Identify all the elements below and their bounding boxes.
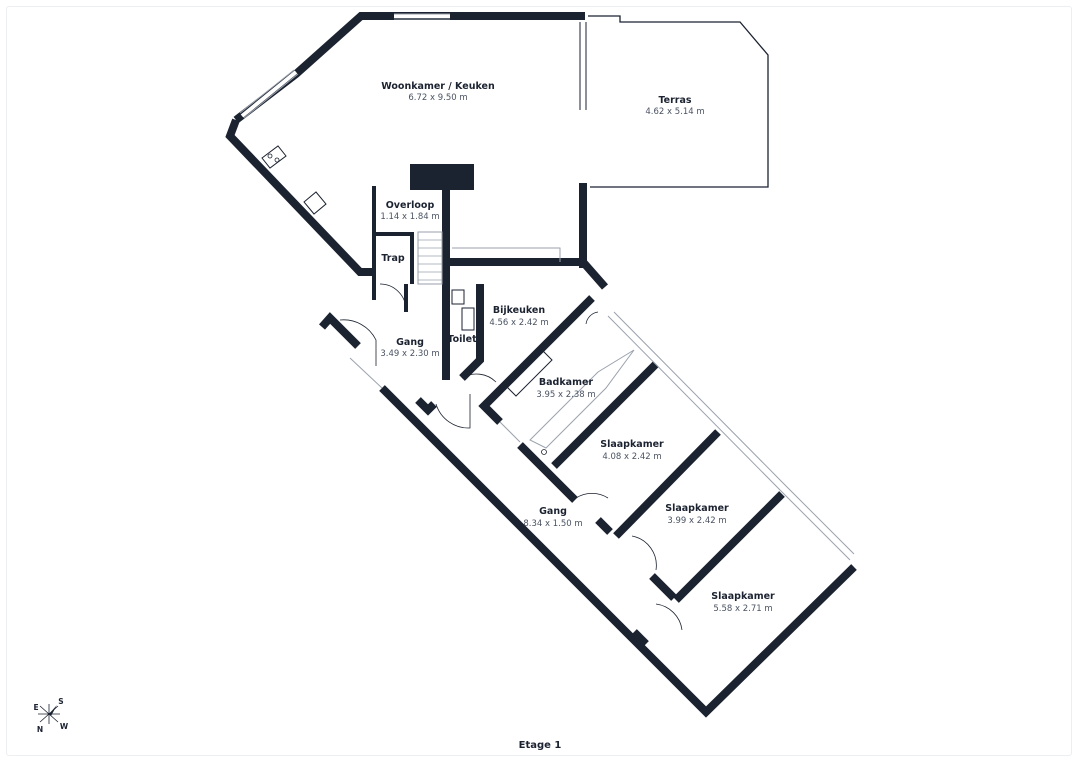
compass-w: W bbox=[60, 722, 69, 731]
compass-needle bbox=[49, 705, 57, 716]
stove-icon bbox=[261, 145, 287, 169]
compass-rose-icon: E S N W bbox=[33, 697, 68, 734]
terras-outline bbox=[588, 15, 769, 188]
stairs-treads bbox=[418, 239, 442, 281]
room-name: Slaapkamer bbox=[665, 503, 729, 514]
room-dim: 4.08 x 2.42 m bbox=[602, 452, 661, 462]
room-labels: Woonkamer / Keuken 6.72 x 9.50 m Terras … bbox=[380, 81, 775, 614]
stairs-outline bbox=[417, 231, 443, 285]
window-gang-west bbox=[349, 357, 383, 389]
wall-living-south bbox=[444, 258, 609, 290]
window-north-lines bbox=[394, 13, 450, 20]
room-dim: 3.99 x 2.42 m bbox=[667, 516, 726, 526]
room-dim: 4.56 x 2.42 m bbox=[489, 318, 548, 328]
outlines bbox=[239, 13, 855, 631]
door-swing-slaap-3 bbox=[655, 603, 683, 631]
wall-living-south-west bbox=[225, 118, 374, 276]
wall-door-jamb-1 bbox=[595, 517, 613, 535]
wall-slaap-1-2 bbox=[613, 429, 721, 539]
page-frame bbox=[6, 6, 1072, 756]
chimney-block bbox=[410, 164, 474, 190]
window-east-long-2 bbox=[613, 311, 855, 555]
floor-title: Etage 1 bbox=[518, 740, 562, 751]
toilet-icon bbox=[451, 289, 465, 305]
door-swing-toilet bbox=[461, 373, 497, 383]
room-name: Slaapkamer bbox=[711, 591, 775, 602]
wall-badkamer-slaap bbox=[551, 361, 659, 469]
kitchen-counter bbox=[452, 247, 561, 262]
room-name: Gang bbox=[539, 506, 567, 517]
wall-toilet-east bbox=[459, 284, 484, 381]
room-name: Trap bbox=[381, 253, 405, 264]
wall-bijkeuken-south bbox=[478, 295, 595, 425]
room-name: Badkamer bbox=[539, 377, 594, 388]
room-name: Overloop bbox=[386, 200, 435, 211]
wall-badkamer-gang bbox=[517, 442, 578, 503]
room-name: Terras bbox=[658, 95, 691, 106]
stove-burner bbox=[267, 153, 273, 159]
drain-icon bbox=[541, 449, 547, 455]
wall-gang-stub bbox=[415, 397, 437, 416]
door-swing-gang-west bbox=[339, 319, 377, 366]
room-dim: 4.62 x 5.14 m bbox=[645, 107, 704, 117]
stove-burner bbox=[274, 157, 280, 163]
bath-counter-icon bbox=[505, 349, 553, 397]
wall-gang-west bbox=[319, 312, 361, 349]
room-dim: 3.95 x 2.38 m bbox=[536, 390, 595, 400]
window-west-lines bbox=[239, 69, 299, 119]
door-swing-slaap-1 bbox=[575, 492, 609, 499]
window-west bbox=[240, 70, 298, 118]
room-dim: 1.14 x 1.84 m bbox=[380, 212, 439, 222]
wall-door-jamb-2 bbox=[649, 573, 677, 601]
door-badkamer bbox=[499, 421, 521, 443]
door-swing-bijkeuken bbox=[585, 311, 599, 325]
bathtub-icon bbox=[529, 349, 635, 449]
compass-e: E bbox=[33, 703, 38, 712]
sink-icon bbox=[303, 191, 327, 215]
room-dim: 3.49 x 2.30 m bbox=[380, 349, 439, 359]
wall-living-north-west bbox=[233, 12, 585, 124]
compass-s: S bbox=[58, 697, 63, 706]
wall-south-long bbox=[379, 385, 857, 718]
washbasin-icon bbox=[461, 307, 475, 331]
room-name: Gang bbox=[396, 337, 424, 348]
door-swing-gang bbox=[435, 394, 471, 429]
wall-slaap-2-3 bbox=[673, 491, 785, 603]
compass-n: N bbox=[37, 725, 43, 734]
room-name: Bijkeuken bbox=[493, 305, 546, 316]
room-dim: 6.72 x 9.50 m bbox=[408, 93, 467, 103]
wall-trap bbox=[374, 232, 414, 284]
room-name: Woonkamer / Keuken bbox=[381, 81, 495, 92]
door-swing-trap bbox=[379, 283, 407, 311]
door-swing-slaap-2 bbox=[631, 535, 657, 571]
room-dim: 5.58 x 2.71 m bbox=[713, 604, 772, 614]
room-dim: 8.34 x 1.50 m bbox=[523, 519, 582, 529]
wall-door-jamb-3 bbox=[631, 629, 649, 647]
room-name: Toilet bbox=[447, 334, 477, 345]
window-east-long bbox=[607, 315, 851, 561]
room-name: Slaapkamer bbox=[600, 439, 664, 450]
